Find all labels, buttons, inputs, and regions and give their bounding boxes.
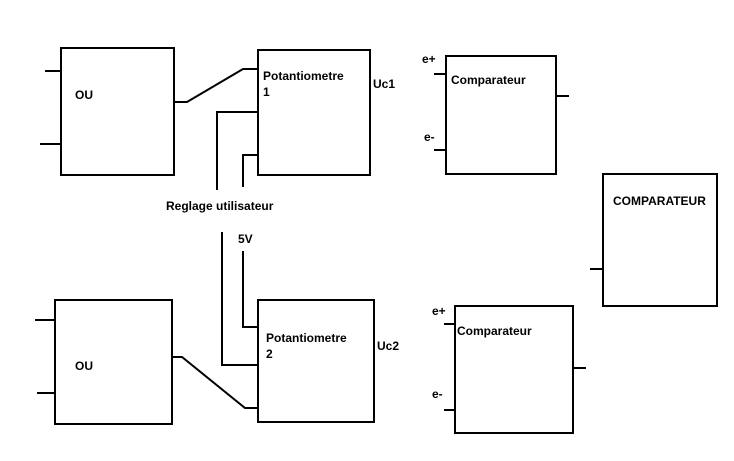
potentiometer-1: Potantiometre 1 Uc1: [257, 49, 395, 176]
or-gate-1-label: OU: [75, 88, 93, 102]
potentiometer-2-number: 2: [266, 347, 273, 361]
or-gate-2: OU: [35, 299, 173, 425]
potentiometer-1-number: 1: [263, 85, 270, 99]
user-setting-label: Reglage utilisateur: [166, 199, 274, 213]
potentiometer-1-output-label: Uc1: [373, 77, 395, 91]
comparator-big-box: [602, 173, 718, 307]
comparator-2-box: [454, 305, 574, 434]
comparator-2-label: Comparateur: [457, 324, 532, 338]
comparator-1-box: [445, 55, 557, 175]
supply-label: 5V: [238, 232, 253, 246]
wire-or2-to-pot2: [172, 356, 258, 409]
wire-5v-to-pot2: [242, 251, 258, 328]
wire-pot1-lower-tap: [242, 154, 258, 187]
potentiometer-2-box: [257, 299, 375, 423]
comparator-2-plus-label: e+: [432, 304, 446, 318]
wire-pot1-user-setting: [216, 111, 258, 190]
or-gate-1-box: [60, 47, 175, 176]
or-gate-2-label: OU: [75, 359, 93, 373]
potentiometer-1-label: Potantiometre: [263, 69, 344, 83]
comparator-2: e+ e- Comparateur: [432, 304, 586, 434]
wire-or1-to-pot1: [174, 68, 258, 103]
comparator-1-label: Comparateur: [451, 73, 526, 87]
potentiometer-2-label: Potantiometre: [266, 331, 347, 345]
wire-user-setting-to-pot2: [221, 232, 258, 366]
potentiometer-2-output-label: Uc2: [377, 339, 399, 353]
comparator-1-minus-label: e-: [424, 130, 435, 144]
comparator-big: COMPARATEUR: [590, 173, 718, 307]
comparator-1-plus-label: e+: [422, 52, 436, 66]
or-gate-1: OU: [40, 47, 175, 176]
comparator-1: e+ e- Comparateur: [422, 52, 569, 175]
comparator-2-minus-label: e-: [432, 387, 443, 401]
or-gate-2-box: [54, 299, 173, 425]
comparator-big-label: COMPARATEUR: [613, 194, 706, 208]
potentiometer-2: Potantiometre 2 Uc2: [257, 299, 399, 423]
